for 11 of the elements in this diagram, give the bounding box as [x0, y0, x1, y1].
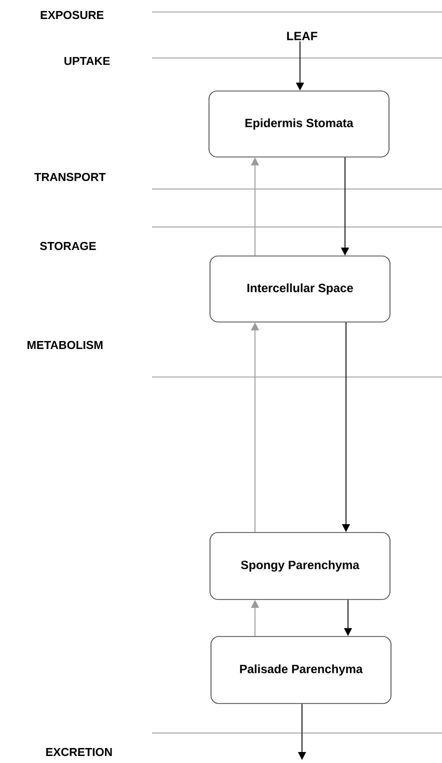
stage-label: EXCRETION [46, 748, 112, 756]
process-box: Spongy Parenchyma [210, 532, 390, 600]
node-label: LEAF [287, 32, 318, 40]
process-box: Intercellular Space [210, 256, 390, 322]
process-box: Epidermis Stomata [208, 90, 390, 158]
process-box: Palisade Parenchyma [210, 636, 392, 704]
stage-label: TRANSPORT [34, 172, 106, 182]
stage-label: STORAGE [40, 242, 96, 250]
stage-label: EXPOSURE [40, 10, 104, 20]
stage-label: UPTAKE [64, 57, 110, 65]
stage-label: METABOLISM [28, 340, 102, 350]
